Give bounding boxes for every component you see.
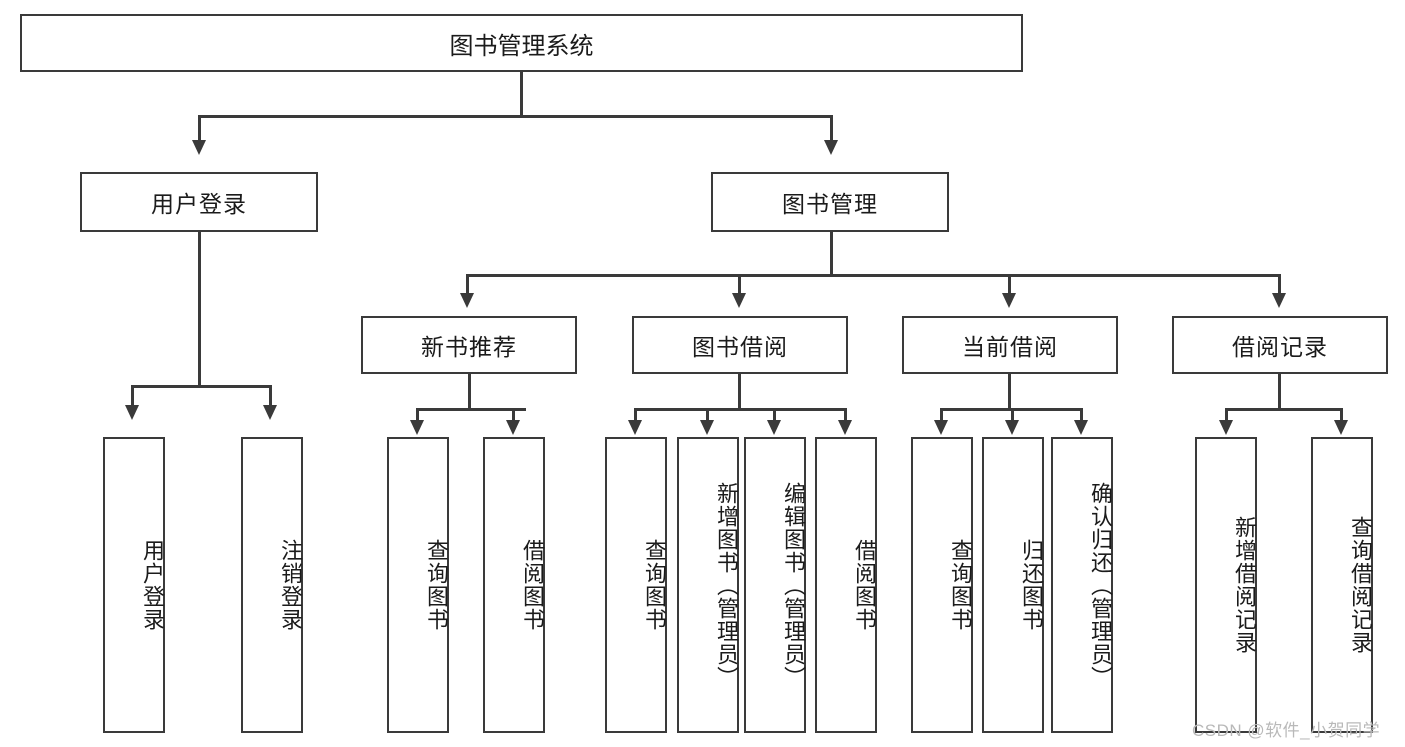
connector-bookmgmt-bus	[466, 274, 1280, 277]
connector-bookmgmt-drop-1	[466, 274, 469, 296]
node-label: 新增图书（管理员）	[714, 481, 739, 689]
leaf-query-books-current[interactable]: 查询图书	[911, 437, 973, 733]
watermark-text: CSDN @软件_小贺同学	[1192, 721, 1381, 740]
node-new-book-recommend[interactable]: 新书推荐	[361, 316, 577, 374]
node-label: 编辑图书（管理员）	[781, 481, 806, 689]
connector-bookmgmt-stem	[830, 232, 833, 276]
arrowhead-leaf-6	[700, 420, 714, 435]
connector-newbook-stem	[468, 374, 471, 410]
node-label: 借阅图书	[852, 539, 877, 631]
arrowhead-leaf-2	[263, 405, 277, 420]
arrowhead-leaf-7	[767, 420, 781, 435]
connector-borrowrecord-stem	[1278, 374, 1281, 410]
node-current-borrow[interactable]: 当前借阅	[902, 316, 1118, 374]
node-root-system[interactable]: 图书管理系统	[20, 14, 1023, 72]
arrowhead-leaf-9	[934, 420, 948, 435]
connector-root-drop-2	[830, 115, 833, 143]
node-label: 注销登录	[278, 539, 303, 631]
arrowhead-leaf-11	[1074, 420, 1088, 435]
node-label: 查询图书	[642, 539, 667, 631]
node-label: 查询借阅记录	[1348, 516, 1373, 654]
arrowhead-leaf-13	[1334, 420, 1348, 435]
arrowhead-to-new-books	[460, 293, 474, 308]
connector-newbook-bus	[416, 408, 526, 411]
connector-root-drop-1	[198, 115, 201, 143]
connector-userlogin-bus	[131, 385, 271, 388]
connector-root-stem	[520, 72, 523, 117]
connector-currentborrow-drop-1	[940, 408, 943, 422]
node-label: 确认归还（管理员）	[1088, 481, 1113, 689]
node-label: 图书管理系统	[449, 32, 594, 60]
arrowhead-leaf-5	[628, 420, 642, 435]
connector-bookborrow-stem	[738, 374, 741, 410]
leaf-borrow-books[interactable]: 借阅图书	[815, 437, 877, 733]
arrowhead-leaf-10	[1005, 420, 1019, 435]
arrowhead-leaf-12	[1219, 420, 1233, 435]
node-user-login[interactable]: 用户登录	[80, 172, 318, 232]
node-label: 借阅记录	[1232, 334, 1328, 360]
leaf-query-borrow-record[interactable]: 查询借阅记录	[1311, 437, 1373, 733]
leaf-logout[interactable]: 注销登录	[241, 437, 303, 733]
node-book-management[interactable]: 图书管理	[711, 172, 949, 232]
node-label: 图书借阅	[692, 334, 788, 360]
connector-bookborrow-drop-1	[634, 408, 637, 422]
connector-bookborrow-drop-3	[773, 408, 776, 422]
leaf-add-book-admin[interactable]: 新增图书（管理员）	[677, 437, 739, 733]
leaf-query-books-borrow[interactable]: 查询图书	[605, 437, 667, 733]
node-label: 查询图书	[948, 539, 973, 631]
connector-currentborrow-drop-2	[1011, 408, 1014, 422]
connector-currentborrow-drop-3	[1080, 408, 1083, 422]
arrowhead-to-book-mgmt	[824, 140, 838, 155]
node-label: 用户登录	[151, 191, 247, 217]
connector-userlogin-drop-1	[131, 385, 134, 407]
connector-root-bus	[198, 115, 832, 118]
connector-currentborrow-stem	[1008, 374, 1011, 410]
arrowhead-to-borrow-record	[1272, 293, 1286, 308]
leaf-user-login[interactable]: 用户登录	[103, 437, 165, 733]
node-label: 新书推荐	[421, 334, 517, 360]
leaf-confirm-return-admin[interactable]: 确认归还（管理员）	[1051, 437, 1113, 733]
node-borrow-record[interactable]: 借阅记录	[1172, 316, 1388, 374]
node-book-borrow[interactable]: 图书借阅	[632, 316, 848, 374]
node-label: 新增借阅记录	[1232, 516, 1257, 654]
arrowhead-leaf-4	[506, 420, 520, 435]
connector-userlogin-drop-2	[269, 385, 272, 407]
arrowhead-leaf-3	[410, 420, 424, 435]
connector-borrowrecord-bus	[1225, 408, 1342, 411]
connector-userlogin-stem	[198, 232, 201, 387]
arrowhead-leaf-8	[838, 420, 852, 435]
leaf-return-books[interactable]: 归还图书	[982, 437, 1044, 733]
leaf-edit-book-admin[interactable]: 编辑图书（管理员）	[744, 437, 806, 733]
connector-bookmgmt-drop-2	[738, 274, 741, 296]
node-label: 当前借阅	[962, 334, 1058, 360]
leaf-borrow-books-recommend[interactable]: 借阅图书	[483, 437, 545, 733]
connector-borrowrecord-drop-1	[1225, 408, 1228, 422]
node-label: 查询图书	[424, 539, 449, 631]
connector-newbook-drop-1	[416, 408, 419, 422]
connector-bookmgmt-drop-3	[1008, 274, 1011, 296]
node-label: 图书管理	[782, 191, 878, 217]
connector-bookborrow-drop-2	[706, 408, 709, 422]
arrowhead-to-user-login	[192, 140, 206, 155]
connector-bookmgmt-drop-4	[1278, 274, 1281, 296]
node-label: 借阅图书	[520, 539, 545, 631]
arrowhead-leaf-1	[125, 405, 139, 420]
leaf-query-books-recommend[interactable]: 查询图书	[387, 437, 449, 733]
connector-bookborrow-bus	[634, 408, 846, 411]
arrowhead-to-book-borrow	[732, 293, 746, 308]
connector-newbook-drop-2	[512, 408, 515, 422]
node-label: 用户登录	[140, 539, 165, 631]
connector-bookborrow-drop-4	[844, 408, 847, 422]
connector-borrowrecord-drop-2	[1340, 408, 1343, 422]
node-label: 归还图书	[1019, 539, 1044, 631]
leaf-add-borrow-record[interactable]: 新增借阅记录	[1195, 437, 1257, 733]
arrowhead-to-current-borrow	[1002, 293, 1016, 308]
